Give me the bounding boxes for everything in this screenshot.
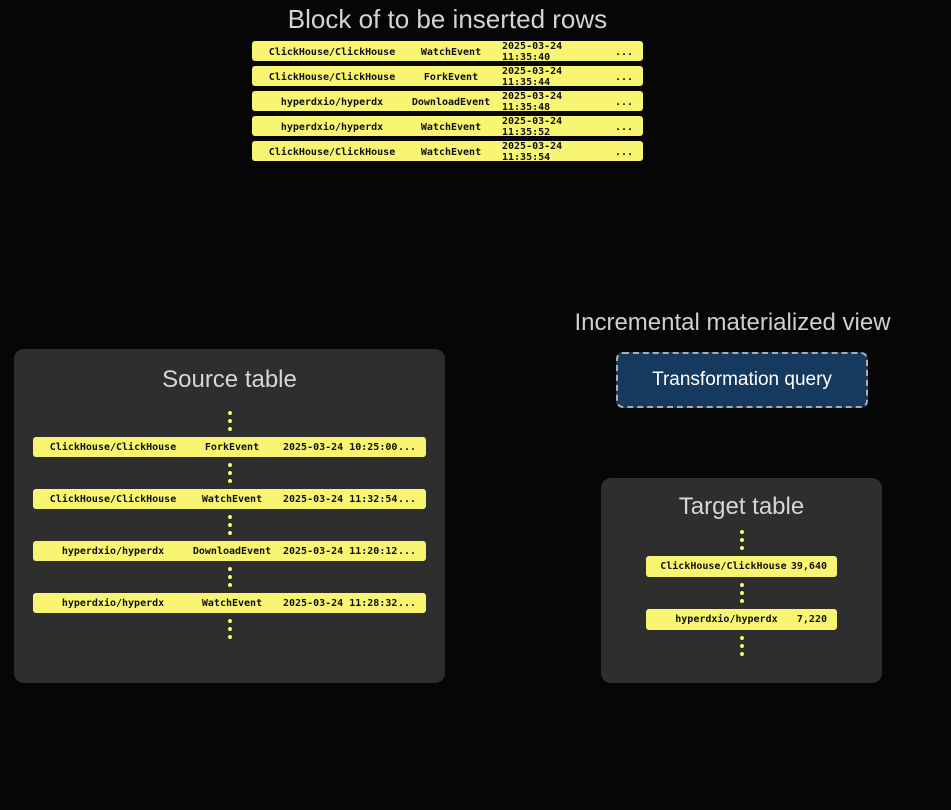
- row-timestamp: 2025-03-24 11:20:12: [283, 545, 398, 557]
- row-event: WatchEvent: [420, 46, 482, 58]
- row-event: WatchEvent: [201, 597, 263, 609]
- row-ellipsis: ...: [397, 441, 416, 453]
- row-count: 7,220: [796, 614, 827, 625]
- row-event: WatchEvent: [420, 121, 482, 133]
- table-row: ClickHouse/ClickHouse WatchEvent 2025-03…: [252, 141, 643, 163]
- row-event: ForkEvent: [204, 441, 260, 453]
- row-repo: ClickHouse/ClickHouse: [268, 146, 396, 158]
- row-event: ForkEvent: [423, 71, 479, 83]
- row-repo: hyperdxio/hyperdx: [280, 121, 384, 133]
- table-row: ClickHouse/ClickHouse WatchEvent 2025-03…: [33, 489, 426, 509]
- row-timestamp: 2025-03-24 11:35:40: [502, 41, 563, 63]
- row-ellipsis: ...: [397, 493, 416, 505]
- row-repo: hyperdxio/hyperdx: [61, 597, 165, 609]
- row-ellipsis: ...: [614, 46, 633, 58]
- row-ellipsis: ...: [397, 597, 416, 609]
- row-ellipsis: ...: [614, 121, 633, 133]
- transformation-query-label: Transformation query: [652, 369, 832, 390]
- row-timestamp: 2025-03-24 11:35:54: [502, 141, 563, 163]
- row-count: 39,640: [790, 561, 827, 572]
- row-repo: ClickHouse/ClickHouse: [268, 46, 396, 58]
- row-timestamp: 2025-03-24 11:32:54: [283, 493, 398, 505]
- materialized-view-title: Incremental materialized view: [574, 309, 891, 336]
- source-table-panel: Source table ClickHouse/ClickHouse ForkE…: [14, 349, 445, 683]
- continuation-dots: [227, 515, 232, 535]
- row-ellipsis: ...: [397, 545, 416, 557]
- insert-block-rows: ClickHouse/ClickHouse WatchEvent 2025-03…: [252, 41, 643, 163]
- row-repo: ClickHouse/ClickHouse: [268, 71, 396, 83]
- table-row: hyperdxio/hyperdx WatchEvent 2025-03-24 …: [252, 116, 643, 138]
- table-row: hyperdxio/hyperdx DownloadEvent 2025-03-…: [252, 91, 643, 113]
- row-ellipsis: ...: [614, 146, 633, 158]
- row-event: DownloadEvent: [192, 545, 272, 557]
- continuation-dots: [739, 530, 744, 550]
- table-row: ClickHouse/ClickHouse 39,640: [646, 556, 837, 577]
- row-repo: hyperdxio/hyperdx: [675, 614, 778, 625]
- row-timestamp: 2025-03-24 10:25:00: [283, 441, 398, 453]
- row-repo: ClickHouse/ClickHouse: [49, 441, 177, 453]
- target-table-panel: Target table ClickHouse/ClickHouse 39,64…: [601, 478, 882, 683]
- row-timestamp: 2025-03-24 11:35:52: [502, 116, 563, 138]
- row-repo: ClickHouse/ClickHouse: [660, 561, 787, 572]
- table-row: hyperdxio/hyperdx WatchEvent 2025-03-24 …: [33, 593, 426, 613]
- target-table-title: Target table: [678, 493, 805, 520]
- table-row: hyperdxio/hyperdx 7,220: [646, 609, 837, 630]
- continuation-dots: [739, 636, 744, 656]
- row-event: DownloadEvent: [411, 96, 491, 108]
- table-row: hyperdxio/hyperdx DownloadEvent 2025-03-…: [33, 541, 426, 561]
- row-repo: hyperdxio/hyperdx: [61, 545, 165, 557]
- table-row: ClickHouse/ClickHouse ForkEvent 2025-03-…: [252, 66, 643, 88]
- row-timestamp: 2025-03-24 11:28:32: [283, 597, 398, 609]
- row-ellipsis: ...: [614, 96, 633, 108]
- table-row: ClickHouse/ClickHouse ForkEvent 2025-03-…: [33, 437, 426, 457]
- continuation-dots: [739, 583, 744, 603]
- row-event: WatchEvent: [201, 493, 263, 505]
- source-table-title: Source table: [162, 366, 297, 393]
- row-ellipsis: ...: [614, 71, 633, 83]
- row-timestamp: 2025-03-24 11:35:44: [502, 66, 563, 88]
- transformation-query-box: Transformation query: [616, 352, 868, 408]
- continuation-dots: [227, 567, 232, 587]
- continuation-dots: [227, 411, 232, 431]
- continuation-dots: [227, 619, 232, 639]
- insert-block-title: Block of to be inserted rows: [287, 4, 608, 34]
- continuation-dots: [227, 463, 232, 483]
- row-event: WatchEvent: [420, 146, 482, 158]
- table-row: ClickHouse/ClickHouse WatchEvent 2025-03…: [252, 41, 643, 63]
- row-timestamp: 2025-03-24 11:35:48: [502, 91, 563, 113]
- row-repo: ClickHouse/ClickHouse: [49, 493, 177, 505]
- row-repo: hyperdxio/hyperdx: [280, 96, 384, 108]
